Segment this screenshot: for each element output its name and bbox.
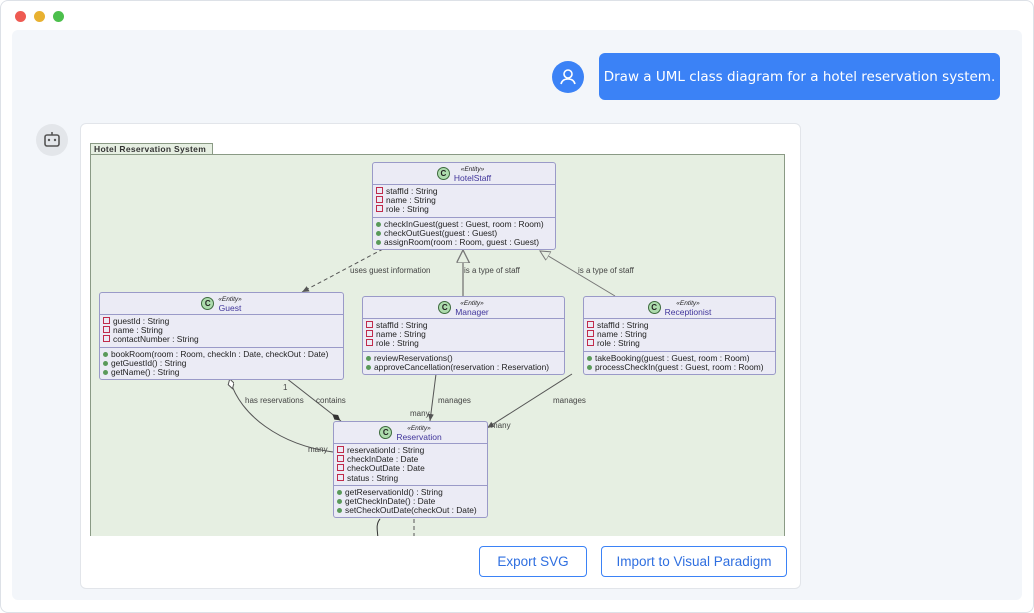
method: reviewReservations()	[366, 353, 561, 363]
attribute: role : String	[587, 339, 772, 348]
attribute: reservationId : String	[337, 445, 484, 455]
user-avatar	[552, 61, 584, 93]
method: getReservationId() : String	[337, 487, 484, 497]
attribute: name : String	[366, 329, 561, 339]
multiplicity-label: many	[491, 421, 511, 430]
contains-line	[285, 377, 342, 422]
has-reservations-line	[230, 380, 334, 453]
is-a-label: is a type of staff	[464, 266, 520, 275]
multiplicity-label: 1	[283, 383, 288, 392]
maximize-window-button[interactable]	[53, 11, 64, 22]
user-message: Draw a UML class diagram for a hotel res…	[599, 53, 1000, 100]
import-visual-paradigm-button[interactable]: Import to Visual Paradigm	[601, 546, 787, 577]
attribute: name : String	[376, 195, 552, 205]
class-header: C «Entity»HotelStaff	[373, 163, 555, 185]
minimize-window-button[interactable]	[34, 11, 45, 22]
attribute: staffId : String	[376, 186, 552, 196]
method: getName() : String	[103, 367, 340, 377]
class-header: C «Entity»Reservation	[334, 422, 487, 444]
is-a-label: is a type of staff	[578, 266, 634, 275]
class-stereotype: «Entity»	[676, 299, 700, 307]
user-icon	[560, 69, 576, 85]
class-reservation[interactable]: C «Entity»Reservation reservationId : Stri…	[333, 421, 488, 519]
method: setCheckOutDate(checkOut : Date)	[337, 506, 484, 515]
class-stereotype: «Entity»	[218, 295, 242, 303]
manager-manages-line	[427, 373, 437, 422]
class-c-icon: C	[379, 426, 393, 439]
class-name: Guest	[218, 302, 242, 313]
manages-label: manages	[438, 396, 471, 405]
multiplicity-label: many	[308, 445, 328, 454]
attribute: contactNumber : String	[103, 335, 340, 344]
class-header: C«Entity»Guest	[100, 293, 343, 315]
attribute: checkInDate : Date	[337, 454, 484, 464]
methods-section: checkInGuest(guest : Guest, room : Room)…	[373, 216, 555, 250]
method: checkInGuest(guest : Guest, room : Room)	[376, 219, 552, 229]
attribute: role : String	[376, 205, 552, 214]
method: bookRoom(room : Room, checkIn : Date, ch…	[103, 349, 340, 359]
multiplicity-label: many	[410, 409, 430, 418]
attribute: role : String	[366, 339, 561, 348]
has-reservations-label: has reservations	[245, 396, 304, 405]
method: approveCancellation(reservation : Reserv…	[366, 362, 561, 372]
class-header: C «Entity»Receptionist	[584, 297, 775, 319]
attribute: checkOutDate : Date	[337, 464, 484, 473]
attribute: name : String	[587, 329, 772, 339]
uses-line	[301, 248, 384, 293]
receptionist-manages-line	[486, 373, 573, 429]
receptionist-generalization	[540, 251, 616, 297]
manages-label: manages	[553, 396, 586, 405]
method: takeBooking(guest : Guest, room : Room)	[587, 353, 772, 363]
class-c-icon: C	[438, 301, 452, 314]
bot-avatar	[36, 124, 68, 156]
uses-label: uses guest information	[350, 266, 431, 275]
reservation-composition-line	[376, 510, 388, 536]
class-header: C «Entity»Manager	[363, 297, 564, 319]
relationship-lines	[90, 140, 616, 536]
class-stereotype: «Entity»	[460, 299, 484, 307]
attribute: staffId : String	[366, 320, 561, 330]
export-svg-button[interactable]: Export SVG	[479, 546, 587, 577]
class-c-icon: C	[647, 301, 661, 314]
method: getGuestId() : String	[103, 358, 340, 368]
methods-section: reviewReservations()approveCancellation(…	[363, 350, 564, 374]
methods-section: bookRoom(room : Room, checkIn : Date, ch…	[100, 346, 343, 380]
package-label: Hotel Reservation System	[90, 143, 213, 155]
class-c-icon: C	[201, 297, 215, 310]
class-stereotype: «Entity»	[460, 165, 485, 173]
class-name: Receptionist	[664, 306, 712, 317]
method: processCheckIn(guest : Guest, room : Roo…	[587, 362, 772, 372]
class-name: Reservation	[396, 431, 442, 442]
method: checkOutGuest(guest : Guest)	[376, 228, 552, 238]
method: assignRoom(room : Room, guest : Guest)	[376, 237, 552, 247]
attribute: staffId : String	[587, 320, 772, 330]
method: getCheckInDate() : Date	[337, 496, 484, 506]
attribute: guestId : String	[103, 316, 340, 326]
class-name: HotelStaff	[453, 172, 492, 183]
class-c-icon: C	[436, 167, 450, 180]
robot-icon	[44, 132, 60, 147]
attribute: name : String	[103, 325, 340, 335]
uml-diagram: Hotel Reservation System uses guest info…	[90, 140, 786, 536]
contains-label: contains	[316, 396, 346, 405]
methods-section: takeBooking(guest : Guest, room : Room)p…	[584, 350, 775, 374]
class-name: Manager	[455, 306, 489, 317]
class-stereotype: «Entity»	[407, 424, 431, 432]
attribute: status : String	[337, 473, 484, 483]
close-window-button[interactable]	[15, 11, 26, 22]
